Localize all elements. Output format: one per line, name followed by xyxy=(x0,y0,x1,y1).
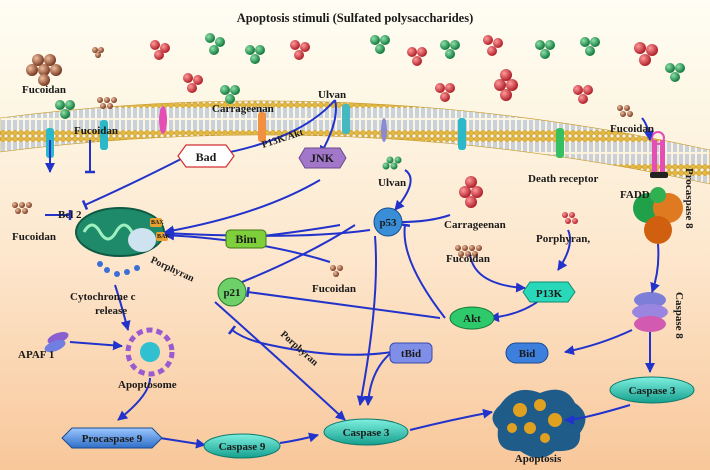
caspase8-label: Caspase 8 xyxy=(673,292,685,339)
apoptosome-icon xyxy=(125,327,175,377)
procaspase8-label: Procaspase 8 xyxy=(683,168,695,229)
bim-label: Bim xyxy=(235,232,256,246)
fucoidan-label-left: Fucoidan xyxy=(74,125,118,137)
porphyran-label-right: Porphyran, xyxy=(536,233,590,245)
diagram-labels: Fucoidan Fucoidan Carrageenan Ulvan P13K… xyxy=(12,84,695,465)
apoptotic-cell-icon xyxy=(492,389,586,458)
apaf1-icon xyxy=(44,331,69,353)
jnk-node: JNK xyxy=(298,147,347,169)
fucoidan-label-mito: Fucoidan xyxy=(312,283,356,295)
bid-label: Bid xyxy=(519,348,536,360)
porphyran-label-mito: Porphyran xyxy=(149,255,196,285)
cytochrome-line2-label: release xyxy=(95,305,127,317)
fucoidan-label-mid-left: Fucoidan xyxy=(12,231,56,243)
procaspase9-label: Procaspase 9 xyxy=(82,433,143,445)
caspase3-center-node: Caspase 3 xyxy=(323,418,409,446)
bim-node: Bim xyxy=(225,229,267,249)
fucoidan-label-right: Fucoidan xyxy=(610,123,654,135)
apaf1-label: APAF 1 xyxy=(18,349,54,361)
p53-label: p53 xyxy=(379,217,397,229)
apoptosome-label: Apoptosome xyxy=(118,379,177,391)
tbid-label: tBid xyxy=(401,348,421,360)
fucoidan-label-top-left: Fucoidan xyxy=(22,84,66,96)
jnk-label: JNK xyxy=(310,151,335,165)
akt-label: Akt xyxy=(463,313,481,325)
bcl2-label: Bcl 2 xyxy=(58,209,82,221)
ulvan-label-top: Ulvan xyxy=(318,89,346,101)
carrageenan-label-top: Carrageenan xyxy=(212,103,274,115)
pi3k-label: P13K xyxy=(536,288,563,300)
caspase9-node: Caspase 9 xyxy=(203,433,281,459)
death-receptor-label: Death receptor xyxy=(528,173,598,185)
pi3k-node: P13K xyxy=(522,281,576,303)
mitochondrion-icon xyxy=(75,207,168,277)
apoptosis-label: Apoptosis xyxy=(515,453,562,465)
caspase3-right-label: Caspase 3 xyxy=(629,385,676,397)
p53-node: p53 xyxy=(373,207,403,237)
bak-label: BAK xyxy=(157,234,170,240)
porphyran-label-center: Porphyran xyxy=(278,329,320,369)
bad-label: Bad xyxy=(196,150,217,164)
fadd-label: FADD xyxy=(620,189,650,201)
cell-membrane xyxy=(0,100,710,185)
cytochrome-line1-label: Cytochrome c xyxy=(70,291,136,303)
bax-label: BAX xyxy=(151,220,164,226)
procaspase9-node: Procaspase 9 xyxy=(61,427,163,449)
bid-node: Bid xyxy=(505,342,549,364)
fucoidan-label-inner: Fucoidan xyxy=(446,253,490,265)
caspase3-center-label: Caspase 3 xyxy=(343,427,390,439)
caspase3-right-node: Caspase 3 xyxy=(609,376,695,404)
ulvan-label-inner: Ulvan xyxy=(378,177,406,189)
p21-label: p21 xyxy=(223,287,240,299)
caspase8-icon xyxy=(632,292,668,332)
p21-node: p21 xyxy=(217,277,247,307)
tbid-node: tBid xyxy=(389,342,433,364)
molecule-cluster-icon xyxy=(12,33,685,277)
procaspase8-icon xyxy=(633,187,683,244)
caspase9-label: Caspase 9 xyxy=(219,441,266,453)
page-title: Apoptosis stimuli (Sulfated polysacchari… xyxy=(237,11,473,25)
akt-node: Akt xyxy=(449,306,495,330)
carrageenan-label-inner: Carrageenan xyxy=(444,219,506,231)
bad-node: Bad xyxy=(177,144,235,168)
